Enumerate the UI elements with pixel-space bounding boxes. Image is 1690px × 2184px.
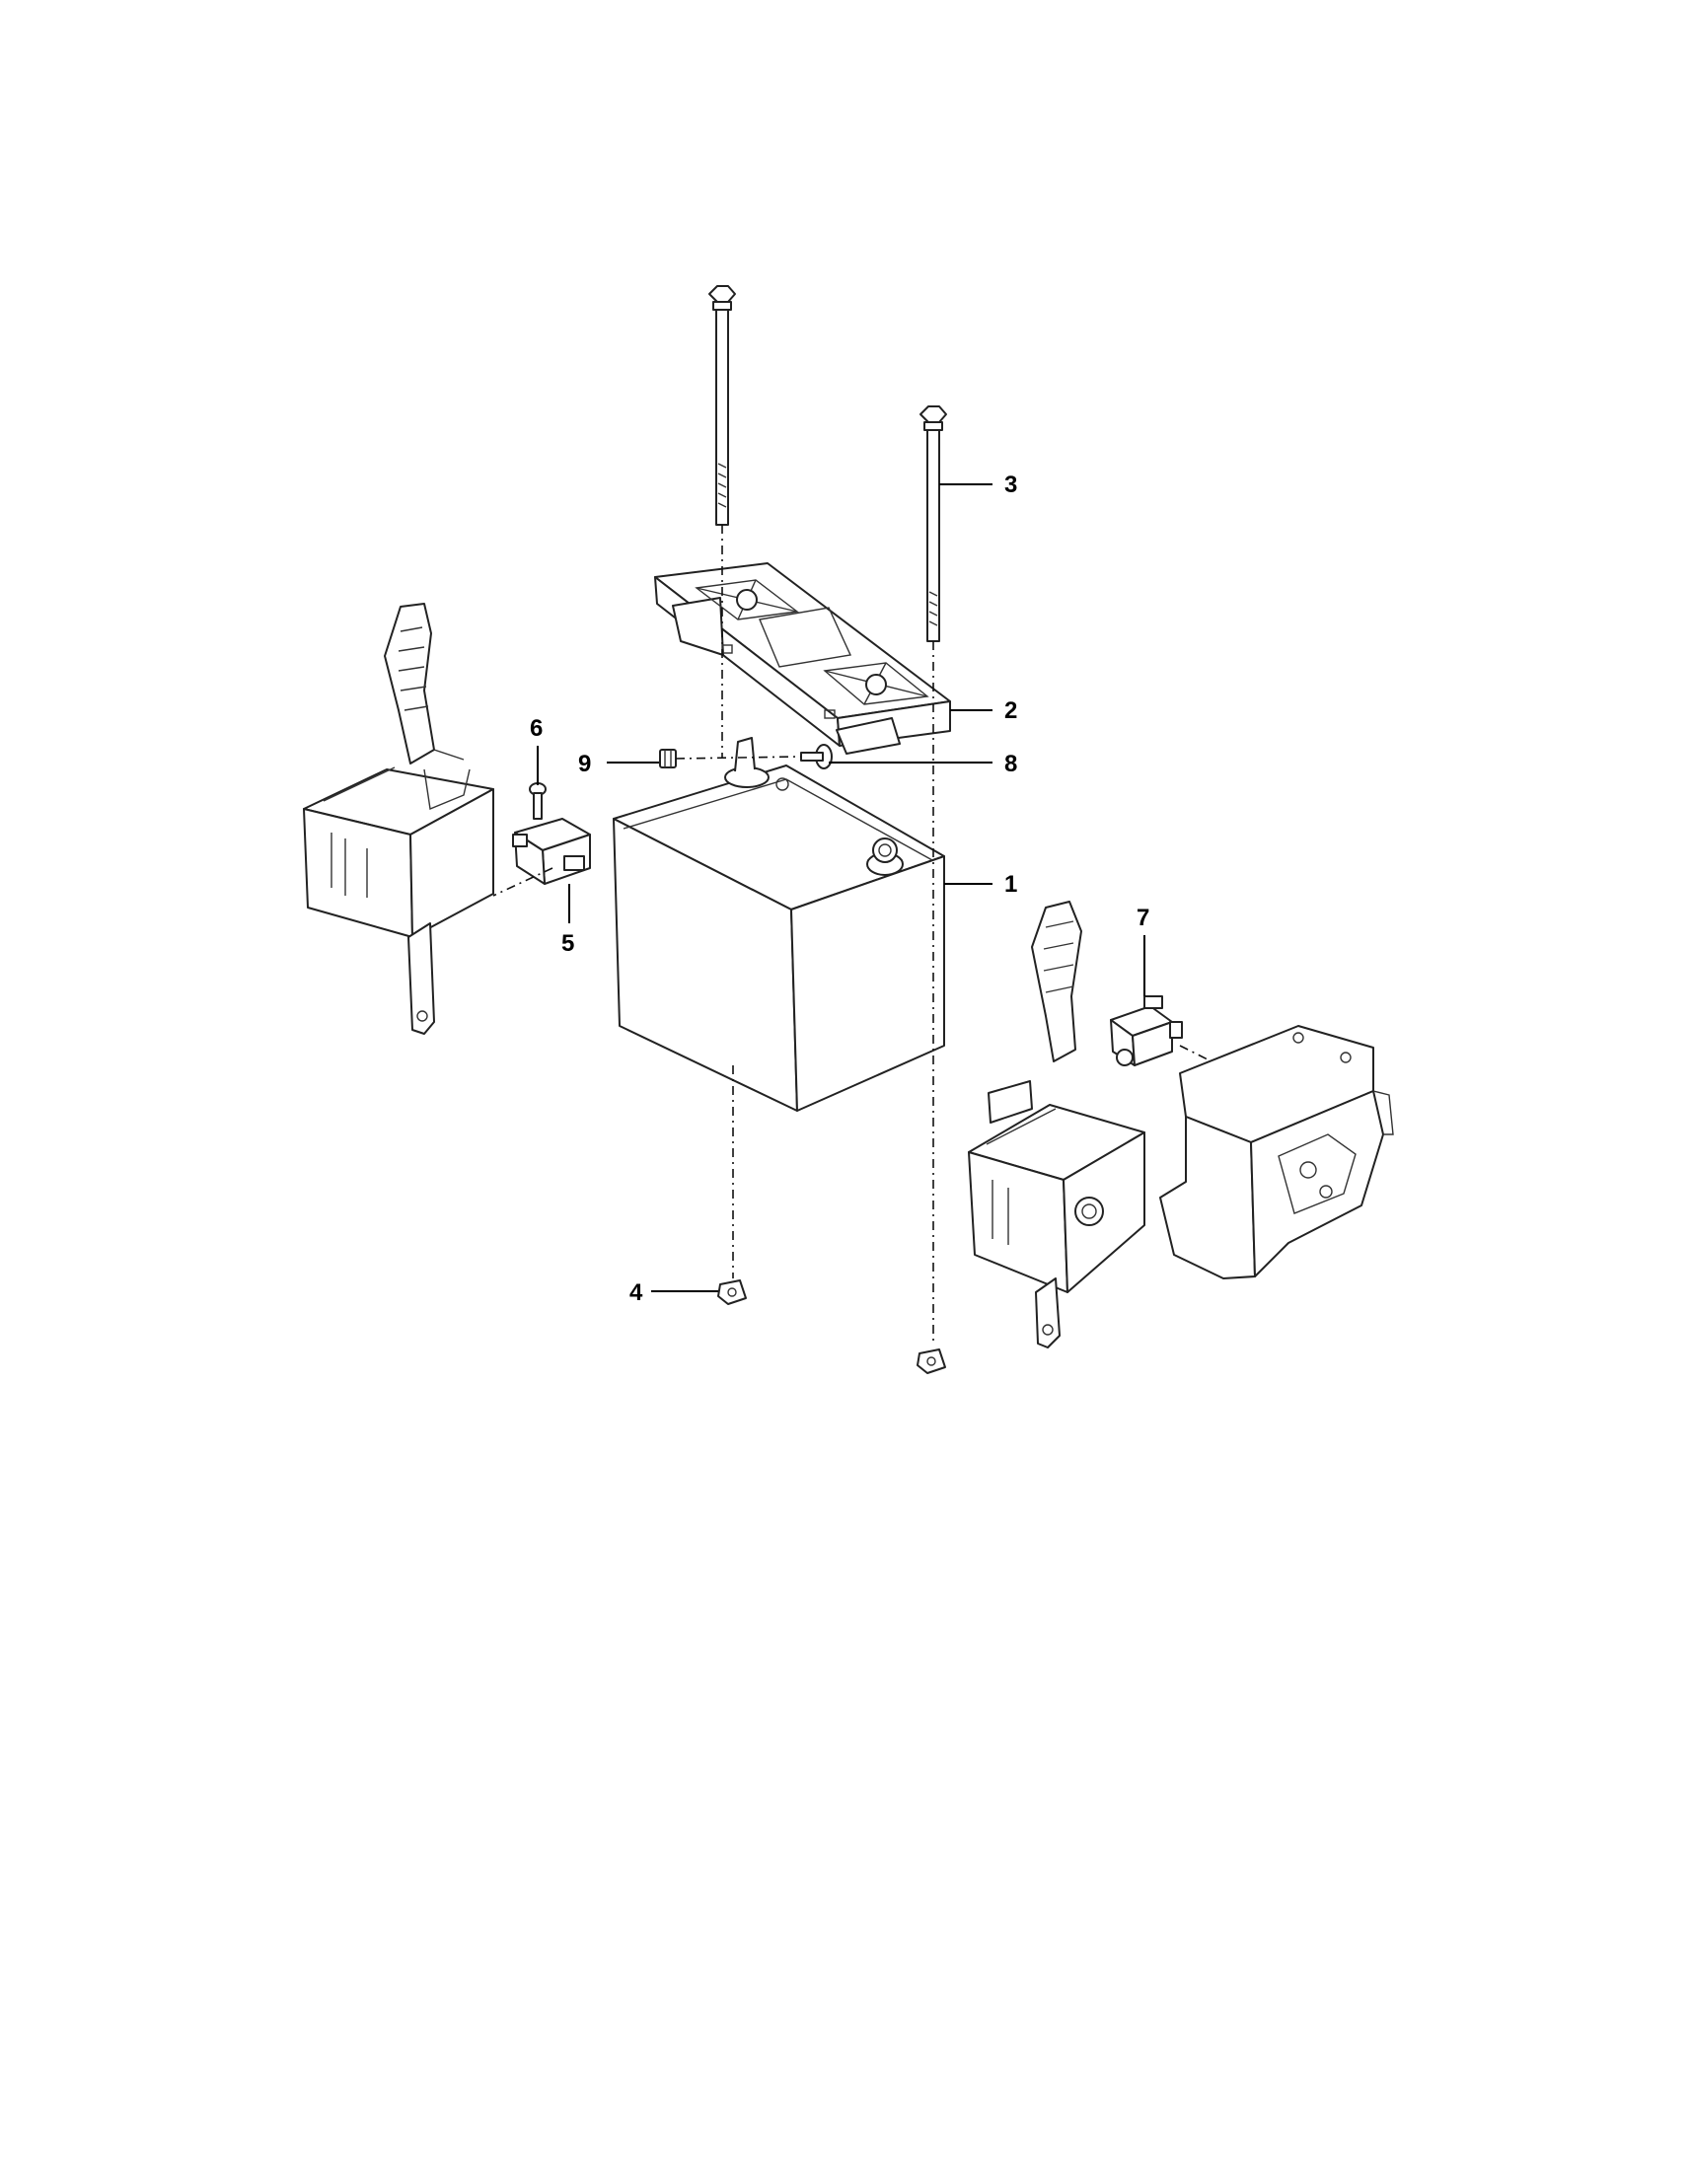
- battery: [613, 737, 945, 1112]
- callout-5: 5: [561, 930, 574, 957]
- callout-9: 9: [578, 751, 591, 777]
- switch-right: [1110, 995, 1220, 1066]
- nut-left: [717, 1279, 747, 1305]
- screw: [800, 744, 833, 769]
- j-bolt-right: [919, 405, 947, 642]
- ignition-switch-left: [303, 603, 494, 1035]
- ignition-switch-right: [968, 901, 1145, 1348]
- j-bolt-left: [708, 285, 736, 526]
- callout-leaders: [537, 483, 1145, 1292]
- screw-small: [529, 782, 547, 820]
- callout-1: 1: [1004, 871, 1017, 898]
- callout-8: 8: [1004, 751, 1017, 777]
- assembly-lines: [675, 525, 934, 1346]
- callout-6: 6: [530, 715, 543, 742]
- nut-right: [917, 1348, 946, 1374]
- hold-down-bracket: [654, 562, 951, 755]
- callout-2: 2: [1004, 697, 1017, 724]
- dash-panel-bracket: [1159, 1025, 1394, 1279]
- hex-nut: [659, 749, 677, 768]
- callout-7: 7: [1137, 905, 1149, 931]
- callout-4: 4: [629, 1279, 643, 1306]
- switch-relay-left: [492, 818, 591, 897]
- callout-3: 3: [1004, 472, 1017, 498]
